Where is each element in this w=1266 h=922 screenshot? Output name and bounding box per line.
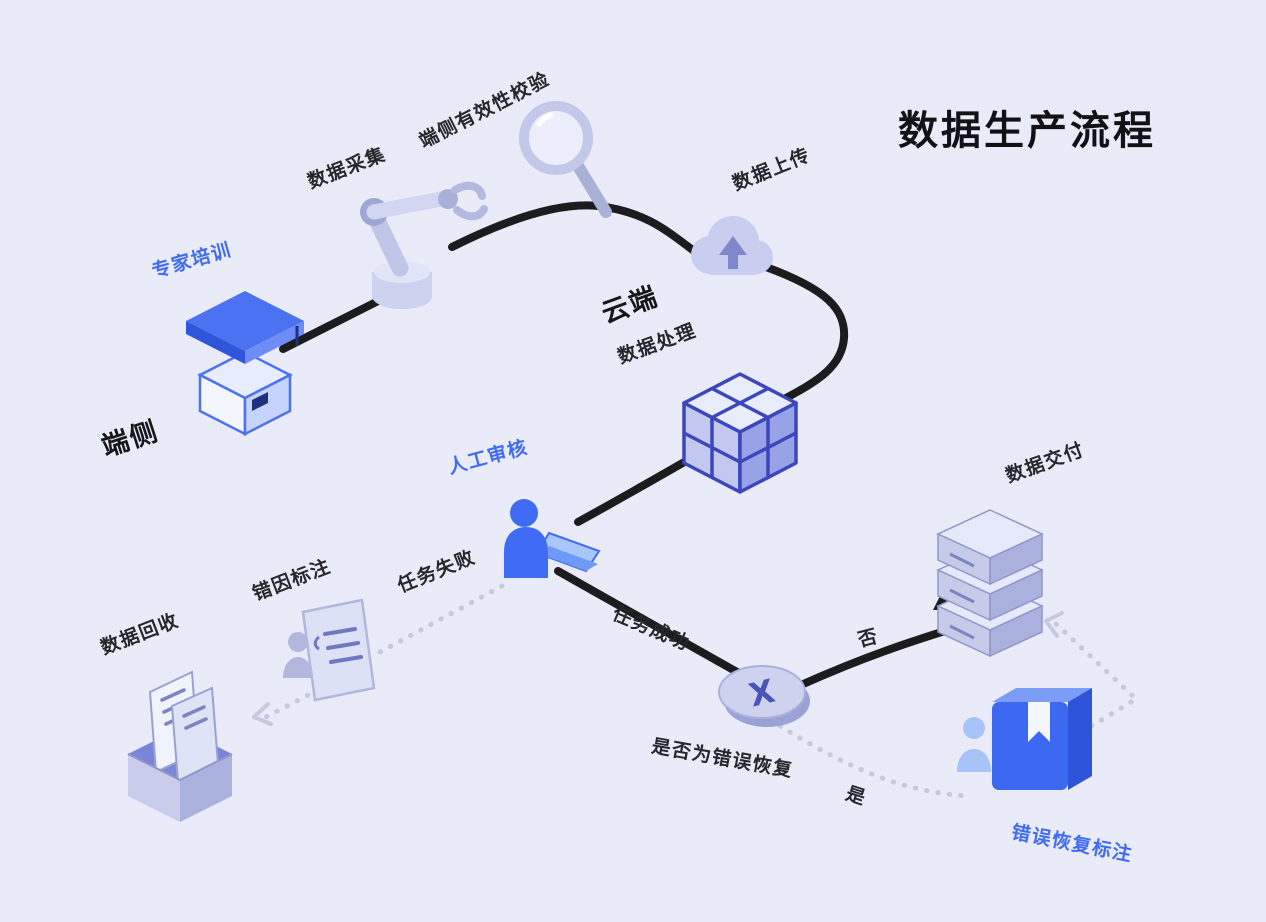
- edge-review-to-decision: [554, 567, 757, 685]
- server-stack-icon: [936, 509, 1044, 658]
- edge-to-recycling-dotted: [263, 687, 321, 720]
- arrowhead-recycling-icon: [252, 702, 273, 726]
- graduation-cap-podium-icon: [186, 291, 304, 437]
- decision-disc-icon: X: [718, 665, 810, 727]
- edge-upload-to-processing: [762, 263, 849, 402]
- edge-recovery-return-dotted: [1051, 619, 1141, 747]
- diagram-title: 数据生产流程: [898, 109, 1156, 153]
- recycle-box-icon: [127, 670, 233, 822]
- edge-collection-to-upload: [448, 201, 706, 261]
- edge-processing-to-review: [574, 449, 704, 526]
- cloud-upload-icon: [691, 216, 773, 275]
- edge-yes-dotted: [777, 723, 971, 799]
- robot-arm-icon: [360, 181, 488, 309]
- arrowhead-delivery-return-icon: [1044, 611, 1064, 638]
- book-person-icon: [957, 688, 1092, 790]
- document-person-icon: [283, 598, 376, 702]
- person-laptop-icon: [504, 499, 601, 578]
- edge-task-failed-dotted: [377, 583, 505, 655]
- magnifier-icon: [519, 101, 612, 218]
- cube-icon: [682, 372, 798, 494]
